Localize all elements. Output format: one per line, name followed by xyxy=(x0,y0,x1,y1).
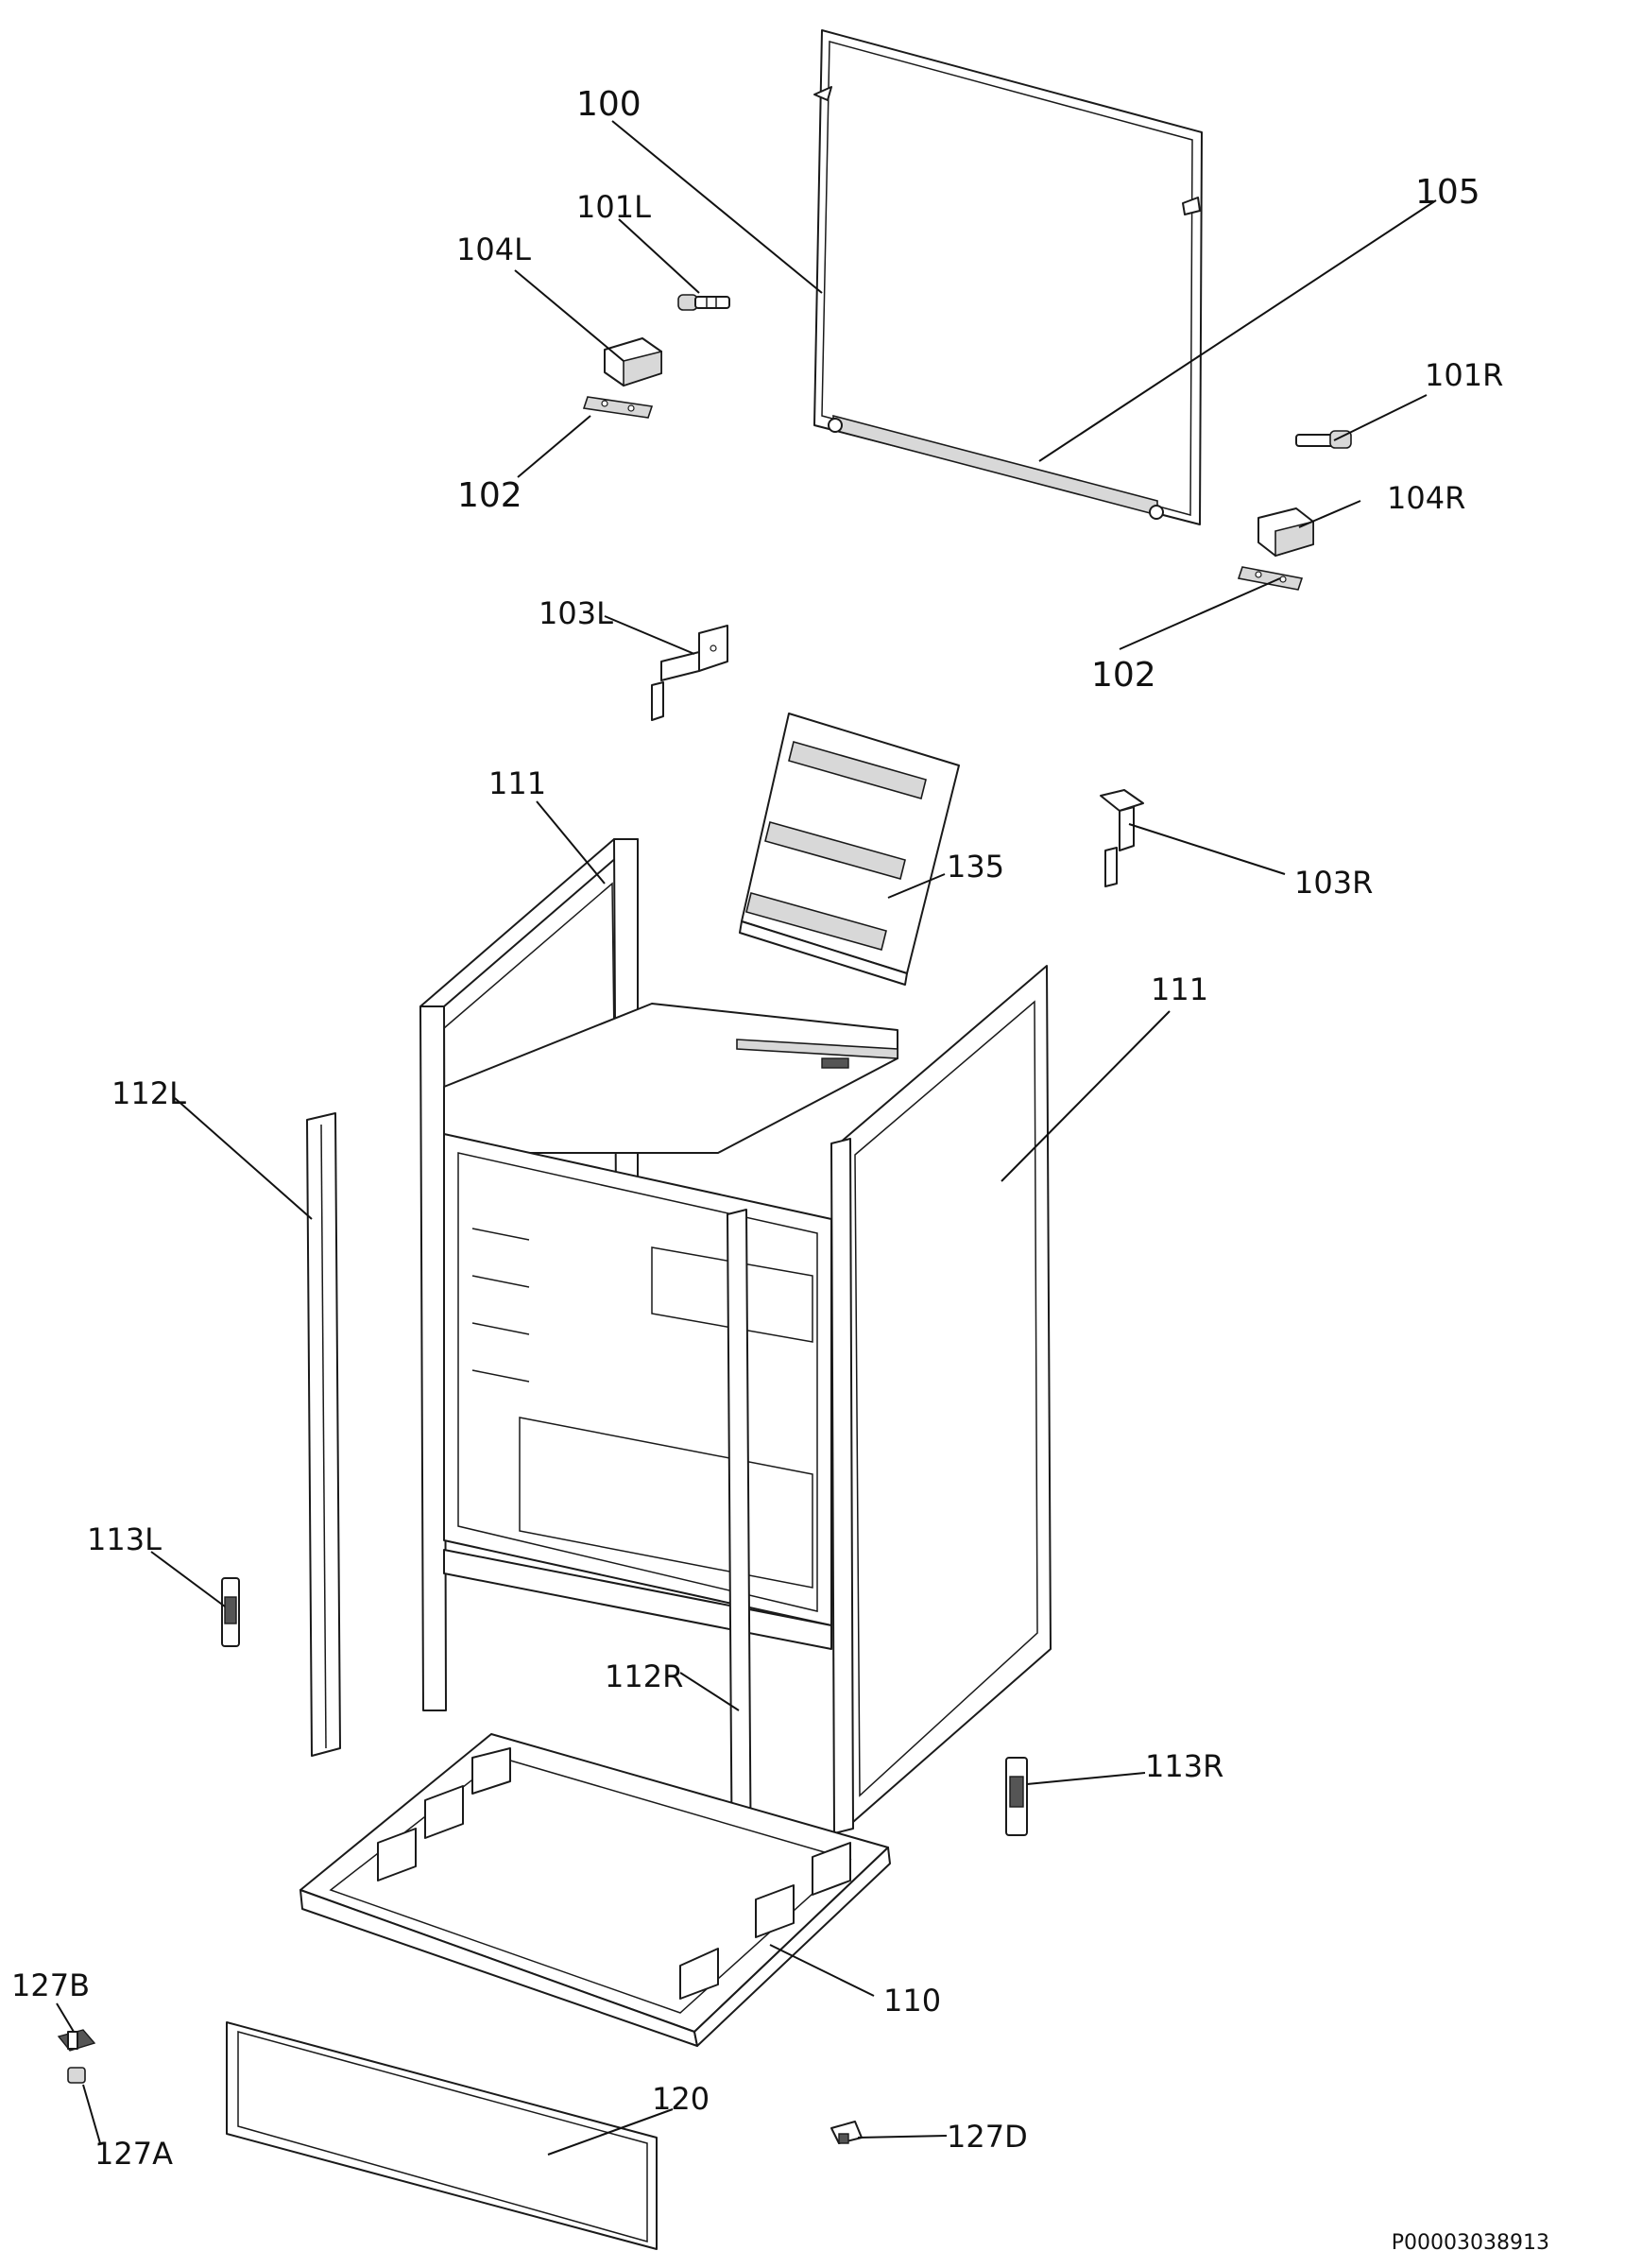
label-104R: 104R xyxy=(1387,480,1465,516)
part-113R-clip[interactable] xyxy=(1005,1757,1028,1836)
label-120: 120 xyxy=(652,2081,710,2117)
label-101L: 101L xyxy=(576,189,651,225)
part-112L-strip[interactable] xyxy=(306,1112,341,1757)
label-100: 100 xyxy=(576,85,641,124)
label-111-left: 111 xyxy=(488,765,546,801)
label-105: 105 xyxy=(1415,173,1480,212)
leader-lines xyxy=(56,120,1437,2156)
part-113L-clip[interactable] xyxy=(221,1577,240,1647)
label-112L: 112L xyxy=(111,1075,186,1111)
part-102-plate-right[interactable] xyxy=(1237,566,1304,591)
part-110-base-frame[interactable] xyxy=(299,1733,891,2047)
label-103L: 103L xyxy=(539,595,613,631)
label-127B: 127B xyxy=(11,1967,90,2003)
part-103R-bracket[interactable] xyxy=(1100,789,1144,887)
part-100-lid[interactable] xyxy=(813,29,1203,525)
label-112R: 112R xyxy=(605,1658,683,1694)
label-101R: 101R xyxy=(1425,357,1503,393)
part-135-shelf-rack[interactable] xyxy=(739,713,960,986)
label-110: 110 xyxy=(883,1983,941,2019)
part-102-plate-left[interactable] xyxy=(582,396,654,419)
part-127A-clip[interactable] xyxy=(67,2067,86,2084)
part-120-drawer-front[interactable] xyxy=(226,2021,658,2250)
label-135: 135 xyxy=(947,849,1004,885)
label-113R: 113R xyxy=(1145,1748,1223,1784)
label-104L: 104L xyxy=(456,232,531,267)
label-127A: 127A xyxy=(94,2136,173,2172)
label-113L: 113L xyxy=(87,1521,162,1557)
label-102-left: 102 xyxy=(457,476,522,515)
part-112R-strip[interactable] xyxy=(727,1209,752,1896)
part-103L-bracket[interactable] xyxy=(651,625,728,721)
part-127B-clip[interactable] xyxy=(57,2029,96,2052)
label-111-right: 111 xyxy=(1151,971,1208,1007)
part-111-side-panel-right[interactable] xyxy=(830,965,1052,1834)
part-101L-pin[interactable] xyxy=(677,294,730,311)
drawing-code: P00003038913 xyxy=(1392,2231,1549,2255)
label-102-right: 102 xyxy=(1091,656,1156,695)
part-104R-hinge[interactable] xyxy=(1257,507,1314,558)
part-127D-clip[interactable] xyxy=(830,2121,863,2144)
part-104L-hinge[interactable] xyxy=(604,337,662,387)
oven-cavity-body xyxy=(443,1003,898,1650)
part-105-rod[interactable] xyxy=(828,414,1164,520)
part-101R-pin[interactable] xyxy=(1295,430,1352,449)
label-103R: 103R xyxy=(1294,865,1373,901)
label-127D: 127D xyxy=(947,2119,1028,2155)
